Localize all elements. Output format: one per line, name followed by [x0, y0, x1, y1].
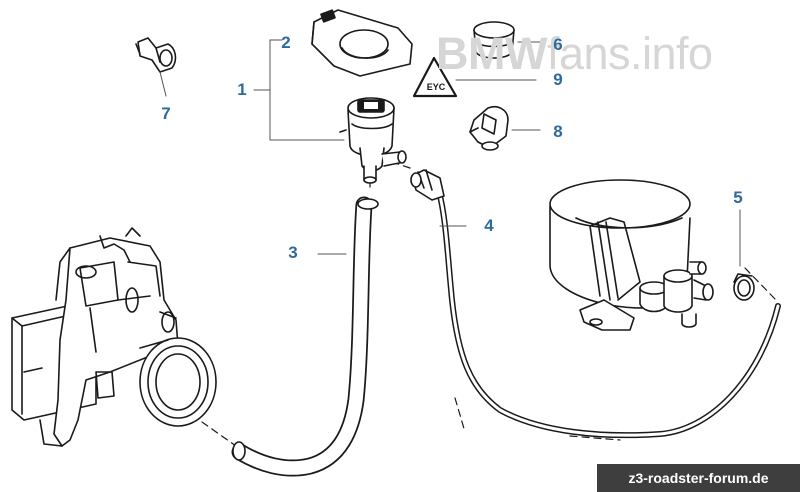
callout-8: 8	[553, 122, 563, 141]
callout-3: 3	[288, 243, 298, 262]
callout-5: 5	[733, 188, 743, 207]
throttle-body-drawing	[11, 227, 217, 447]
callout-6: 6	[553, 35, 563, 54]
bracket-2-drawing	[311, 9, 413, 77]
clip-7-drawing	[135, 37, 177, 73]
callout-1: 1	[237, 80, 247, 99]
watermark: BMWfans.info	[436, 29, 713, 79]
callout-4: 4	[484, 216, 494, 235]
callout-2: 2	[281, 33, 291, 52]
callout-7: 7	[161, 104, 171, 123]
source-badge: z3-roadster-forum.de	[597, 464, 800, 492]
clamp-5-drawing	[733, 273, 755, 301]
hose-4-drawing	[410, 169, 781, 439]
cap-6-drawing	[473, 21, 515, 59]
hose-3-drawing	[231, 196, 379, 477]
canister-drawing	[549, 179, 714, 331]
clip-8-drawing	[469, 105, 509, 151]
label-9-symbol-text: EYC	[427, 82, 446, 92]
watermark-brand: BMW	[436, 28, 547, 79]
valve-1-drawing	[339, 97, 407, 184]
callout-9: 9	[553, 70, 563, 89]
watermark-domain: fans.info	[546, 28, 713, 79]
label-9-drawing	[412, 56, 458, 98]
leader-lines	[159, 39, 741, 267]
